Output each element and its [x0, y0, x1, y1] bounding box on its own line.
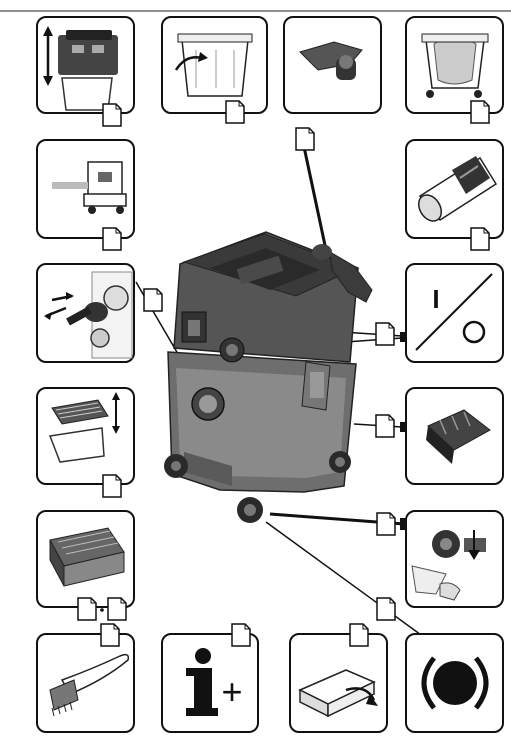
panel-flat-filter — [37, 388, 134, 484]
page-ref-box — [471, 228, 489, 250]
panel-blower — [37, 140, 134, 238]
page-ref-box — [108, 598, 126, 620]
panel-container — [162, 17, 267, 113]
page-ref-box — [103, 475, 121, 497]
page-ref-box — [78, 598, 96, 620]
panel-hose-connector — [406, 140, 503, 238]
container-icon — [176, 34, 252, 96]
panel-bumper — [406, 634, 503, 732]
switch-on-symbol: I — [432, 284, 439, 314]
panel-filter-cartridge — [37, 511, 134, 607]
panel-storage-box — [290, 634, 387, 732]
panel-accessory-holder — [406, 388, 503, 484]
page-ref-box — [376, 415, 394, 437]
page-ref-box — [232, 624, 250, 646]
panel-filter-bag — [406, 17, 503, 113]
page-ref-box — [103, 104, 121, 126]
panel-castor — [406, 511, 503, 607]
panel-lid — [37, 17, 134, 113]
panel-brush — [37, 634, 134, 732]
page-ref-box — [103, 228, 121, 250]
page-ref-box — [376, 323, 394, 345]
filter-bag-icon — [422, 34, 488, 98]
page-ref-box — [350, 624, 368, 646]
panel-manual[interactable]: + — [162, 634, 258, 732]
page-ref-box — [101, 624, 119, 646]
leader-nubs — [400, 332, 406, 530]
panel-hose-holder — [284, 17, 381, 113]
page-ref-box — [471, 101, 489, 123]
panel-suction-hose — [37, 264, 134, 362]
info-dot — [195, 648, 211, 664]
page-ref-box — [377, 513, 395, 535]
page-ref-box — [377, 598, 395, 620]
page-ref-separator-dot — [100, 608, 104, 612]
page-ref-box — [296, 128, 314, 150]
page-ref-box — [144, 289, 162, 311]
panel-power-switch[interactable]: I — [406, 264, 503, 362]
vacuum-cleaner-illustration — [164, 232, 372, 523]
manual-plus: + — [221, 671, 242, 712]
page-ref-box — [226, 101, 244, 123]
